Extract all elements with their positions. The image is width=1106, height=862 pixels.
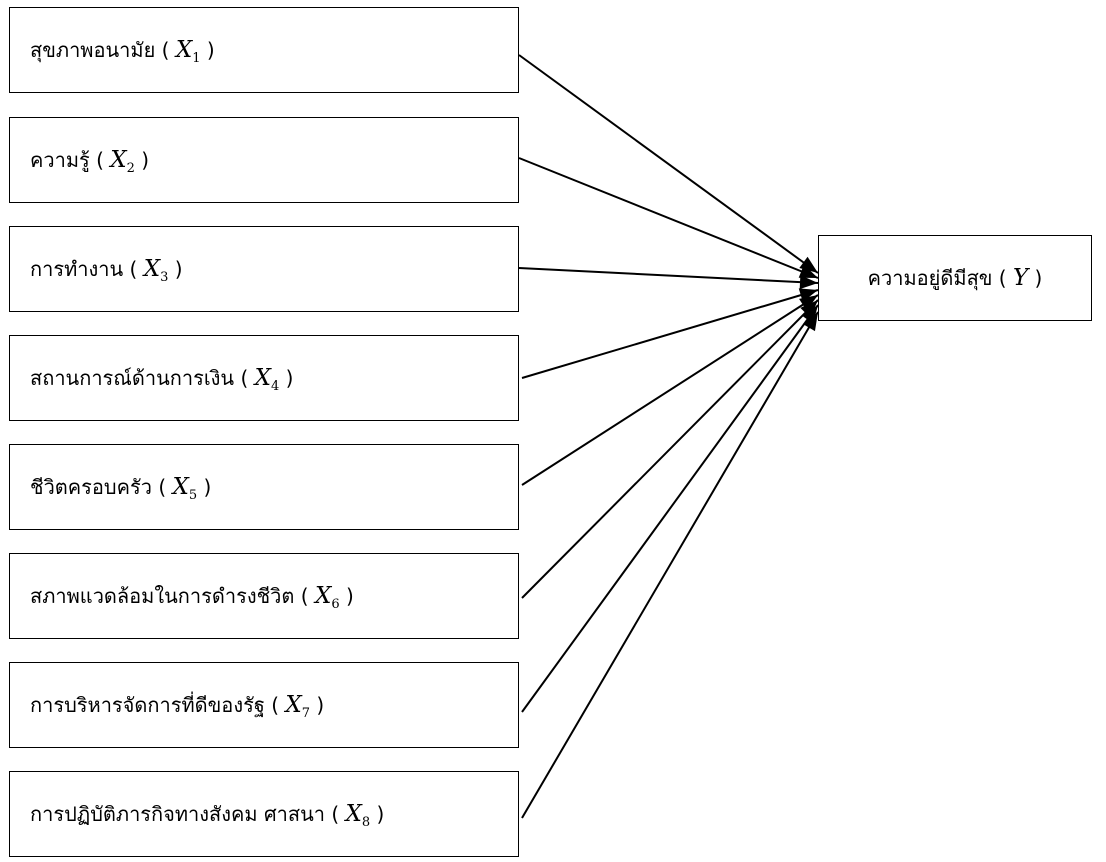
- factor-box-7: การบริหารจัดการที่ดีของรัฐ ( X7 ): [9, 662, 519, 748]
- factor-label-4: สถานการณ์ด้านการเงิน ( X4 ): [30, 365, 294, 394]
- factor-box-6: สภาพแวดล้อมในการดำรงชีวิต ( X6 ): [9, 553, 519, 639]
- factor-box-3: การทำงาน ( X3 ): [9, 226, 519, 312]
- arrowhead-2: [798, 264, 818, 278]
- factor-label-5: ชีวิตครอบครัว ( X5 ): [30, 474, 212, 503]
- arrowhead-5: [799, 295, 818, 311]
- outcome-box: ความอยู่ดีมีสุข ( Y ): [818, 235, 1092, 321]
- arrowhead-8: [802, 312, 818, 332]
- arrow-line-6: [521, 299, 819, 599]
- arrow-line-1: [518, 54, 819, 274]
- factor-box-5: ชีวิตครอบครัว ( X5 ): [9, 444, 519, 530]
- arrow-line-8: [521, 311, 819, 819]
- arrow-line-5: [521, 294, 819, 486]
- factor-label-2: ความรู้ ( X2 ): [30, 147, 150, 176]
- arrow-line-2: [518, 157, 819, 279]
- factor-box-8: การปฏิบัติภารกิจทางสังคม ศาสนา ( X8 ): [9, 771, 519, 857]
- arrow-line-7: [521, 304, 819, 713]
- factor-label-6: สภาพแวดล้อมในการดำรงชีวิต ( X6 ): [30, 583, 354, 612]
- outcome-label: ความอยู่ดีมีสุข ( Y ): [867, 265, 1043, 291]
- factor-label-1: สุขภาพอนามัย ( X1 ): [30, 37, 215, 66]
- factor-label-3: การทำงาน ( X3 ): [30, 256, 183, 285]
- factor-label-8: การปฏิบัติภารกิจทางสังคม ศาสนา ( X8 ): [30, 801, 385, 830]
- arrow-line-4: [521, 289, 819, 379]
- factor-box-1: สุขภาพอนามัย ( X1 ): [9, 7, 519, 93]
- arrowhead-6: [800, 300, 818, 318]
- factor-label-7: การบริหารจัดการที่ดีของรัฐ ( X7 ): [30, 692, 325, 721]
- arrow-line-3: [518, 267, 819, 284]
- factor-box-2: ความรู้ ( X2 ): [9, 117, 519, 203]
- factor-box-4: สถานการณ์ด้านการเงิน ( X4 ): [9, 335, 519, 421]
- arrowhead-3: [799, 275, 818, 290]
